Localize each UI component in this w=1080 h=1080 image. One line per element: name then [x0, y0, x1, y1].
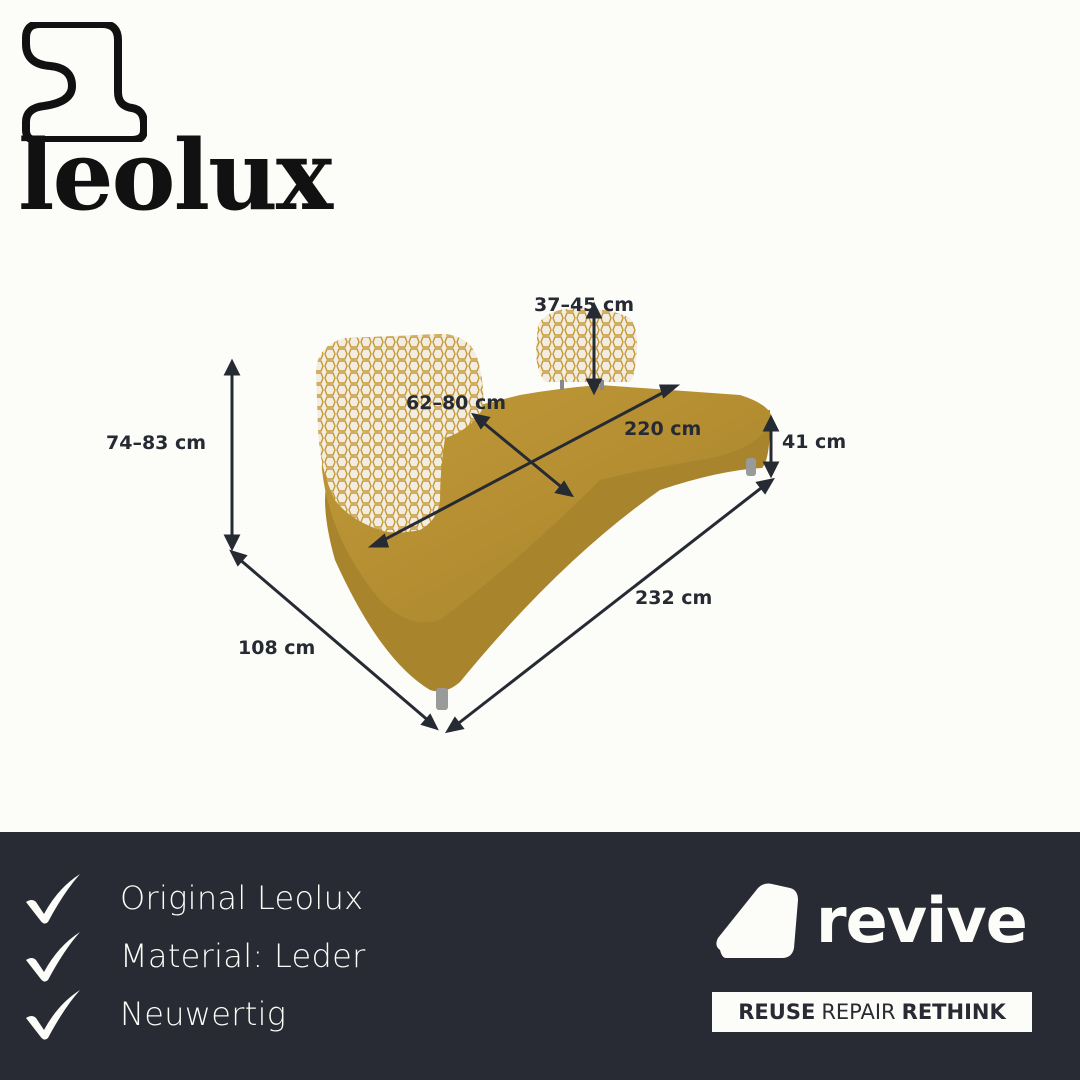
- tagline-repair: REPAIR: [821, 1000, 896, 1024]
- leolux-seat-icon: [22, 22, 147, 142]
- feature-item: Material: Leder: [24, 930, 366, 982]
- footer-banner: [0, 832, 1080, 1080]
- tagline-rethink: RETHINK: [901, 1000, 1006, 1024]
- check-icon: [26, 990, 80, 1040]
- feature-label: Original Leolux: [120, 879, 364, 917]
- tagline-reuse: REUSE: [738, 1000, 816, 1024]
- feature-label: Material: Leder: [120, 937, 366, 975]
- seller-tagline: REUSE REPAIR RETHINK: [712, 992, 1032, 1032]
- dimension-headrest: 37–45 cm: [534, 294, 635, 316]
- feature-item: Neuwertig: [24, 988, 286, 1040]
- check-icon: [26, 932, 80, 982]
- feature-item: Original Leolux: [24, 872, 363, 924]
- brand-wordmark: leolux: [18, 119, 333, 232]
- dimension-width: 232 cm: [635, 587, 713, 609]
- dimension-depth: 108 cm: [238, 637, 316, 659]
- check-icon: [26, 874, 80, 924]
- revive-logo: revive: [712, 880, 1028, 960]
- dimension-inner-length: 220 cm: [624, 418, 702, 440]
- revive-shape-icon: [716, 883, 798, 958]
- sofa-image: [223, 301, 780, 734]
- feature-label: Neuwertig: [120, 995, 287, 1033]
- revive-wordmark: revive: [816, 883, 1028, 957]
- dimension-height: 74–83 cm: [106, 432, 207, 454]
- dimension-seat-height: 41 cm: [782, 431, 847, 453]
- dimension-seat-depth: 62–80 cm: [406, 392, 507, 414]
